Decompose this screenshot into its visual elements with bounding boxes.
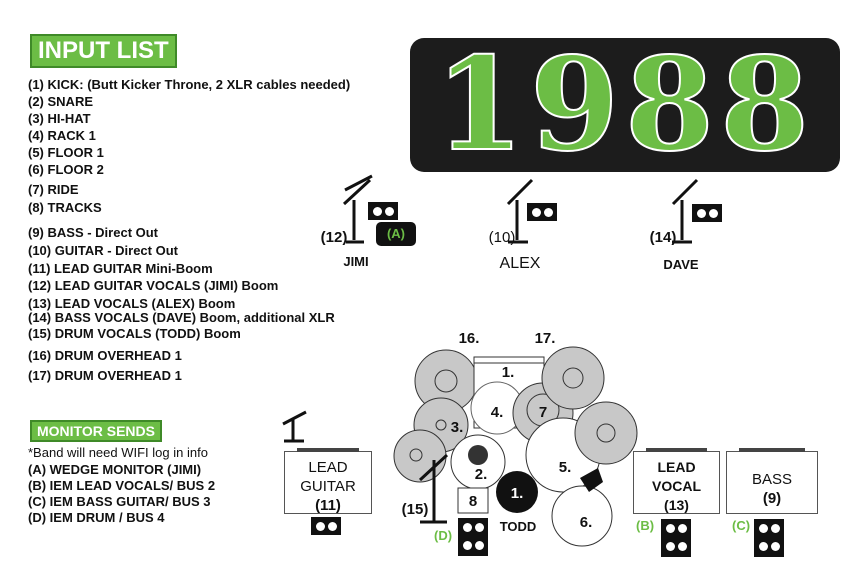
monitor-item: (C) IEM BASS GUITAR/ BUS 3	[28, 494, 211, 509]
butt-kicker-throne	[496, 471, 538, 513]
monitor-item: (D) IEM DRUM / BUS 4	[28, 510, 165, 525]
input-box-icon	[527, 203, 557, 221]
input-box-icon	[692, 204, 722, 222]
amp-label: BASS	[751, 471, 793, 488]
label-tracks: 8	[469, 493, 477, 510]
iem-d-label: (D)	[434, 528, 453, 543]
label-ride: 7	[539, 404, 547, 421]
input-list-item: (4) RACK 1	[28, 128, 96, 143]
wedge-monitor-a: (A)	[376, 222, 416, 246]
input-box-icon	[458, 518, 488, 556]
input-list-item: (16) DRUM OVERHEAD 1	[28, 348, 182, 363]
tracks-box	[457, 487, 489, 514]
amp-lead-guitar: LEAD GUITAR (11)	[284, 448, 372, 514]
mic-stand-icon	[418, 453, 449, 524]
wedge-label: (A)	[386, 226, 406, 241]
label-mic15: (15)	[402, 501, 429, 518]
amp-label: GUITAR	[300, 478, 356, 495]
musician-name: ALEX	[500, 255, 541, 272]
input-list-item: (1) KICK: (Butt Kicker Throne, 2 XLR cab…	[28, 77, 351, 92]
mic-num: (12)	[321, 229, 348, 246]
cymbal-17	[541, 346, 605, 410]
cymbal-16	[414, 349, 478, 413]
input-list-item: (3) HI-HAT	[28, 111, 91, 126]
input-box-icon	[311, 517, 341, 535]
label-butt: 1.	[511, 485, 524, 502]
mic-stand-icon	[282, 174, 699, 443]
label-kick: 1.	[502, 364, 515, 381]
monitor-item: (B) IEM LEAD VOCALS/ BUS 2	[28, 478, 216, 493]
input-box-icon	[368, 202, 398, 220]
amp-bass: BASS (9)	[726, 448, 818, 514]
input-list-item: (7) RIDE	[28, 182, 79, 197]
input-list-item: (14) BASS VOCALS (DAVE) Boom, additional…	[28, 310, 335, 325]
label-hihat: 3.	[451, 419, 464, 436]
label-floor1: 5.	[559, 459, 572, 476]
label-17: 17.	[535, 330, 556, 347]
input-list-item: (6) FLOOR 2	[28, 162, 104, 177]
input-list-item: (10) GUITAR - Direct Out	[28, 243, 178, 258]
input-list-item: (17) DRUM OVERHEAD 1	[28, 368, 182, 383]
monitor-item: (A) WEDGE MONITOR (JIMI)	[28, 462, 202, 477]
label-snare: 2.	[475, 466, 488, 483]
amp-num: (11)	[315, 497, 341, 514]
drummer-name: TODD	[500, 519, 537, 534]
iem-c-label: (C)	[732, 518, 751, 533]
input-list-item: (11) LEAD GUITAR Mini-Boom	[28, 261, 213, 276]
input-list-item: (15) DRUM VOCALS (TODD) Boom	[28, 326, 241, 341]
band-logo: 1988	[410, 38, 840, 172]
label-floor2: 6.	[580, 514, 593, 531]
monitor-sends-title: MONITOR SENDS	[30, 420, 162, 442]
butt-kicker-icon	[580, 468, 603, 492]
input-list-item: (2) SNARE	[28, 94, 94, 109]
input-box-icon	[661, 519, 691, 557]
input-list-item: (8) TRACKS	[28, 200, 102, 215]
logo-text: 1988	[434, 30, 816, 180]
label-16: 16.	[459, 330, 480, 347]
mic-num: (10)	[489, 229, 516, 246]
amp-num: (13)	[664, 497, 689, 513]
amp-label: LEAD	[657, 459, 696, 475]
input-list-item: (12) LEAD GUITAR VOCALS (JIMI) Boom	[28, 278, 279, 293]
iem-b-label: (B)	[636, 518, 655, 533]
amp-lead-vocal: LEAD VOCAL (13)	[633, 448, 720, 514]
label-tom: 4.	[491, 404, 504, 421]
musician-name: JIMI	[343, 254, 368, 269]
floor-tom-2	[551, 485, 613, 547]
amp-label: LEAD	[308, 459, 348, 476]
input-list-item: (9) BASS - Direct Out	[28, 225, 159, 240]
cymbal-right	[574, 401, 638, 465]
amp-label: VOCAL	[652, 478, 701, 494]
input-list-item: (13) LEAD VOCALS (ALEX) Boom	[28, 296, 236, 311]
mic-num: (14)	[650, 229, 677, 246]
input-list-item: (5) FLOOR 1	[28, 145, 104, 160]
musician-name: DAVE	[663, 257, 698, 272]
cymbal-left	[393, 429, 447, 483]
monitor-note: *Band will need WIFI log in info	[28, 445, 208, 460]
input-list-title: INPUT LIST	[30, 34, 177, 68]
input-box-icon	[754, 519, 784, 557]
amp-num: (9)	[762, 490, 782, 507]
